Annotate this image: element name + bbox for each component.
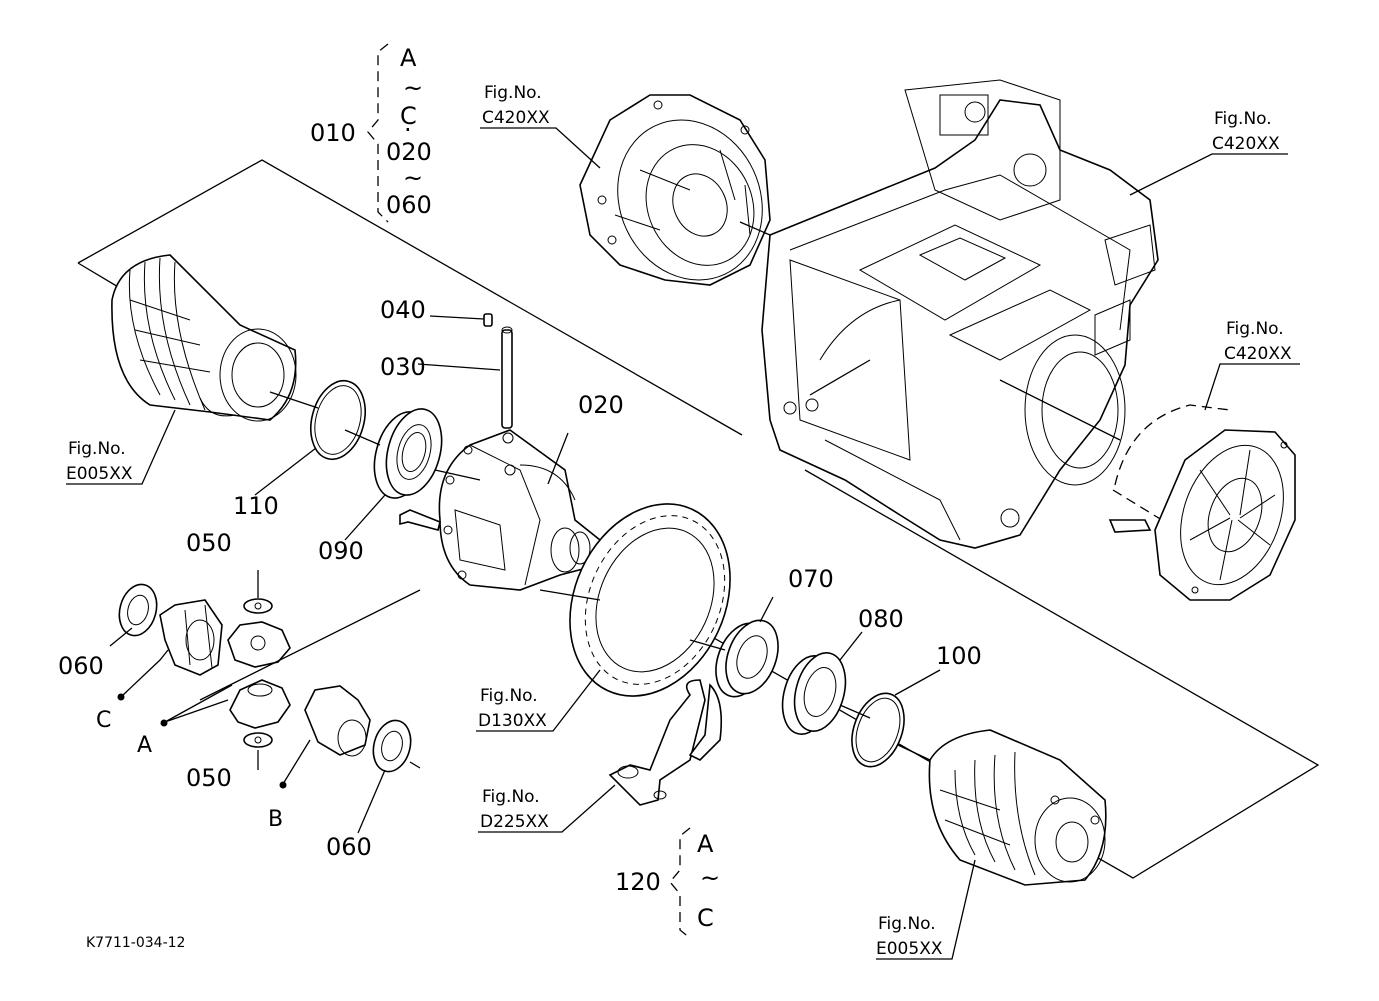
pinion-gear-a <box>229 679 291 729</box>
fig-ref-e005-right: E005XX <box>876 939 943 959</box>
marker-dot-b <box>279 781 287 789</box>
label-060-upper: 060 <box>58 652 104 680</box>
group-010-dot: · <box>404 116 412 144</box>
side-cover-right <box>1108 404 1296 601</box>
label-100: 100 <box>936 642 982 670</box>
label-110: 110 <box>233 492 279 520</box>
fig-prefix-c420-right-top: Fig.No. <box>1214 109 1272 129</box>
fig-prefix-c420-top: Fig.No. <box>484 83 542 103</box>
label-070: 070 <box>788 565 834 593</box>
group-010-tilde-1: ~ <box>403 74 423 102</box>
fig-ref-d225: D225XX <box>480 812 549 832</box>
bracket-010 <box>367 43 389 223</box>
oil-seal-070 <box>715 619 779 698</box>
label-030: 030 <box>380 353 426 381</box>
o-ring-100 <box>851 692 905 768</box>
marker-a: A <box>137 733 152 758</box>
marker-dot-a <box>160 719 168 727</box>
group-010-range-end: 060 <box>386 191 432 219</box>
group-120-from: A <box>697 830 714 858</box>
bracket-120 <box>669 827 691 939</box>
group-010-range-start: 020 <box>386 138 432 166</box>
pin-040 <box>483 313 493 327</box>
o-ring-110 <box>310 379 366 461</box>
fig-ref-leaders <box>66 127 1300 960</box>
fig-ref-c420-right-mid: C420XX <box>1224 344 1292 364</box>
pinion-shaft-030 <box>501 326 513 429</box>
fig-prefix-c420-right-mid: Fig.No. <box>1226 319 1284 339</box>
fig-prefix-e005-right: Fig.No. <box>878 914 936 934</box>
o-ring-100-inner <box>855 697 901 763</box>
side-gear-c <box>159 599 223 676</box>
washer-050-upper <box>243 598 273 614</box>
label-120: 120 <box>615 868 661 896</box>
differential-case-020 <box>438 429 601 591</box>
brake-pack-right <box>928 729 1107 886</box>
leader-lines <box>109 221 1121 834</box>
drawing-code: K7711-034-12 <box>86 935 185 951</box>
label-050-upper: 050 <box>186 529 232 557</box>
group-010-tilde-2: ~ <box>403 164 423 192</box>
ring-gear <box>569 503 731 697</box>
washer-050-lower <box>243 732 273 748</box>
thrust-washer-060-lower <box>372 719 412 773</box>
label-020: 020 <box>578 391 624 419</box>
group-010-from: A <box>400 44 417 72</box>
bearing-080 <box>781 652 847 735</box>
marker-b: B <box>268 807 283 832</box>
label-080: 080 <box>858 605 904 633</box>
side-gear-b <box>304 685 371 757</box>
fig-ref-e005-left: E005XX <box>66 464 133 484</box>
label-040: 040 <box>380 296 426 324</box>
fig-ref-d130: D130XX <box>478 711 547 731</box>
label-050-lower: 050 <box>186 764 232 792</box>
fig-prefix-e005-left: Fig.No. <box>68 439 126 459</box>
label-010: 010 <box>310 119 356 147</box>
group-120-tilde: ~ <box>700 864 720 892</box>
pinion-gear-upper <box>227 621 291 668</box>
fig-prefix-d225: Fig.No. <box>482 787 540 807</box>
fig-ref-c420-right-top: C420XX <box>1212 134 1280 154</box>
bolt <box>399 509 441 531</box>
brake-pack-left <box>111 254 297 422</box>
group-120-to: C <box>697 904 714 932</box>
marker-c: C <box>96 708 111 733</box>
assembly-outline-top <box>77 159 743 436</box>
group-010-to: C <box>400 102 417 130</box>
side-cover-top <box>579 94 771 286</box>
o-ring-110-inner <box>314 385 362 455</box>
fig-ref-c420-top: C420XX <box>482 108 550 128</box>
transmission-case <box>761 79 1159 549</box>
label-060-lower: 060 <box>326 833 372 861</box>
bearing-090 <box>373 408 443 499</box>
shift-fork <box>608 679 723 806</box>
fig-prefix-d130: Fig.No. <box>480 686 538 706</box>
marker-dot-c <box>117 693 125 701</box>
thrust-washer-060-upper <box>118 583 158 637</box>
label-090: 090 <box>318 537 364 565</box>
